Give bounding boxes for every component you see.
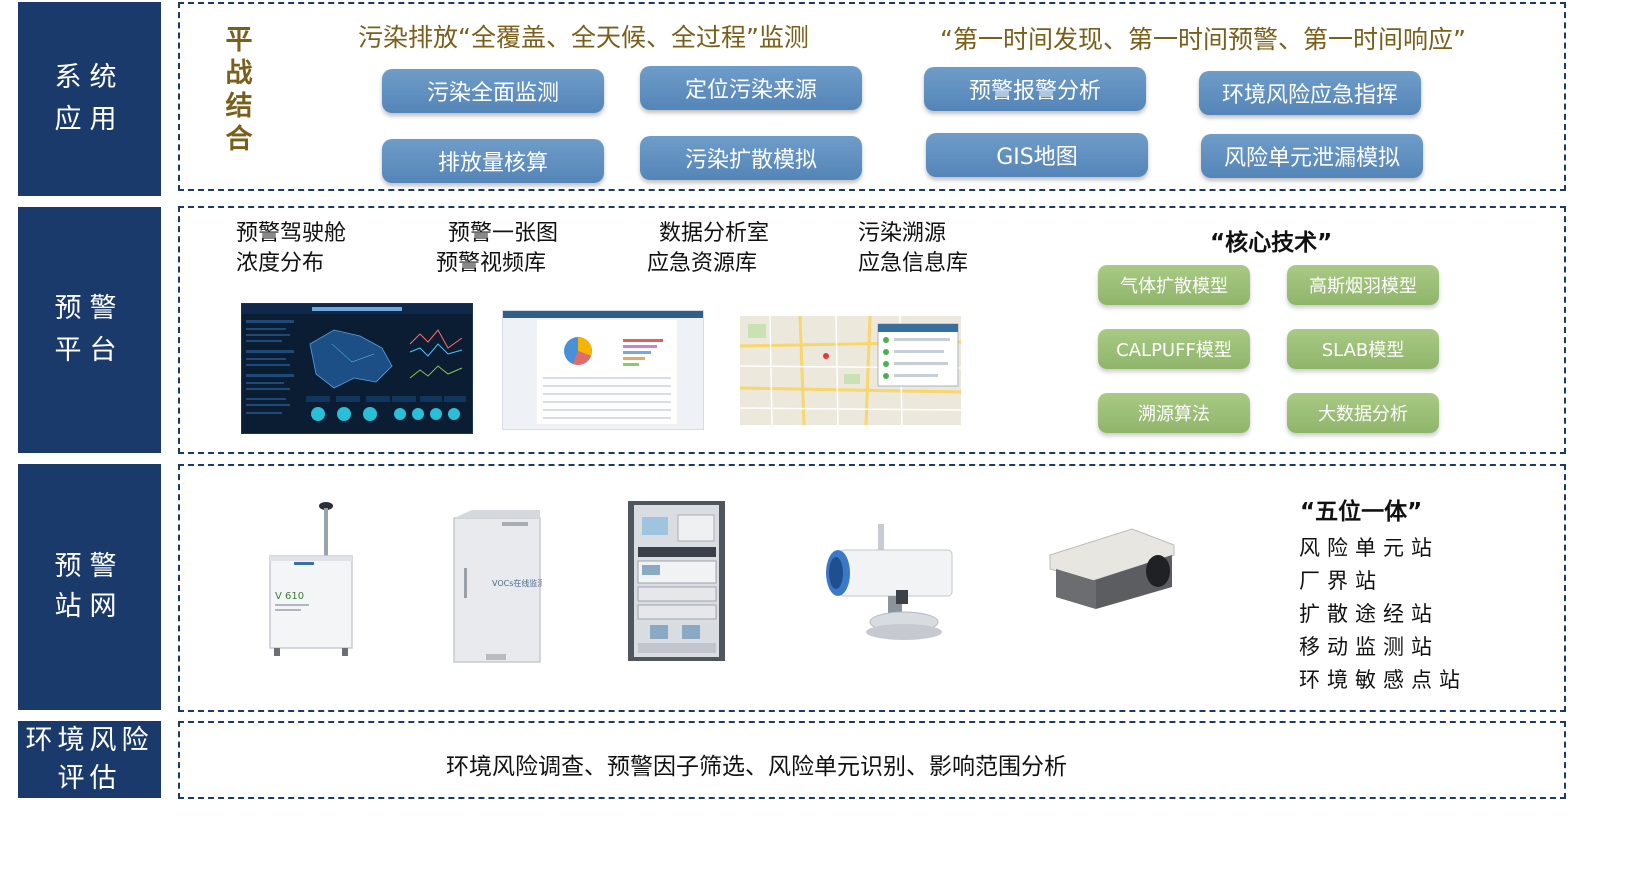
heading-left: 污染排放“全覆盖、全天候、全过程”监测 (358, 23, 809, 52)
voc-cabinet-graphic: VOCs在线监测 (453, 510, 545, 663)
device-monitor-box: V 610 (266, 500, 362, 660)
assessment-text: 环境风险调查、预警因子筛选、风险单元识别、影响范围分析 (446, 754, 1067, 780)
station-boundary: 厂界站 (1299, 569, 1383, 593)
five-in-one-title: “五位一体” (1300, 499, 1423, 525)
frame-network (178, 464, 1566, 712)
analyzer-rack-graphic (634, 505, 719, 657)
station-mobile: 移动监测站 (1299, 635, 1439, 659)
station-sensitive-point: 环境敏感点站 (1299, 668, 1467, 692)
analysis-graphic (503, 311, 703, 424)
vertical-slogan: 平 战 结 合 (225, 25, 253, 155)
core-tech-title: “核心技术” (1210, 230, 1333, 256)
row-label-network: 预警站网 (18, 464, 161, 710)
map-graphic (740, 316, 961, 425)
device-model-label: V 610 (275, 591, 304, 602)
device-voc-cabinet: VOCs在线监测 (452, 508, 545, 664)
cabinet-label: VOCs在线监测 (492, 578, 542, 588)
btn-warning-analysis[interactable]: 预警报警分析 (924, 67, 1146, 111)
dashboard-graphic (242, 304, 472, 421)
btn-leak-simulation[interactable]: 风险单元泄漏模拟 (1201, 134, 1423, 178)
device-lidar (818, 520, 958, 642)
frame-assessment (178, 721, 1566, 799)
tech-slab[interactable]: SLAB模型 (1287, 329, 1439, 369)
station-risk-unit: 风险单元站 (1299, 536, 1439, 560)
btn-locate-source[interactable]: 定位污染来源 (640, 66, 862, 110)
station-diffusion-path: 扩散途经站 (1299, 602, 1439, 626)
tech-calpuff[interactable]: CALPUFF模型 (1098, 329, 1250, 369)
camera-graphic (1049, 528, 1175, 609)
btn-gis-map[interactable]: GIS地图 (926, 133, 1148, 177)
monitor-box-graphic: V 610 (269, 502, 353, 656)
tech-big-data[interactable]: 大数据分析 (1287, 393, 1439, 433)
module-analysis: 数据分析室 应急资源库 (647, 221, 770, 276)
tech-tracing-algorithm[interactable]: 溯源算法 (1098, 393, 1250, 433)
frame-platform (178, 206, 1566, 454)
btn-diffusion-simulation[interactable]: 污染扩散模拟 (640, 136, 862, 180)
device-analyzer-rack (628, 501, 725, 661)
tech-gaussian-plume[interactable]: 高斯烟羽模型 (1287, 265, 1439, 305)
btn-emergency-command[interactable]: 环境风险应急指挥 (1199, 71, 1421, 115)
device-camera (1046, 525, 1176, 611)
row-label-platform: 预警平台 (18, 207, 161, 453)
tech-gas-diffusion[interactable]: 气体扩散模型 (1098, 265, 1250, 305)
btn-pollution-monitoring[interactable]: 污染全面监测 (382, 69, 604, 113)
frame-system (178, 2, 1566, 191)
analysis-screenshot (502, 310, 704, 430)
heading-right: “第一时间发现、第一时间预警、第一时间响应” (940, 25, 1466, 54)
station-list: 风险单元站 厂界站 扩散途经站 移动监测站 环境敏感点站 (1299, 532, 1467, 697)
module-tracing: 污染溯源 应急信息库 (858, 221, 969, 276)
dashboard-screenshot (241, 303, 473, 434)
row-label-assessment: 环境风险评估 (18, 721, 161, 798)
module-map: 预警一张图 预警视频库 (436, 221, 559, 276)
btn-emission-accounting[interactable]: 排放量核算 (382, 139, 604, 183)
row-label-system: 系统应用 (18, 2, 161, 196)
lidar-graphic (826, 524, 953, 640)
map-screenshot (740, 316, 961, 425)
module-cockpit: 预警驾驶舱 浓度分布 (236, 221, 347, 276)
